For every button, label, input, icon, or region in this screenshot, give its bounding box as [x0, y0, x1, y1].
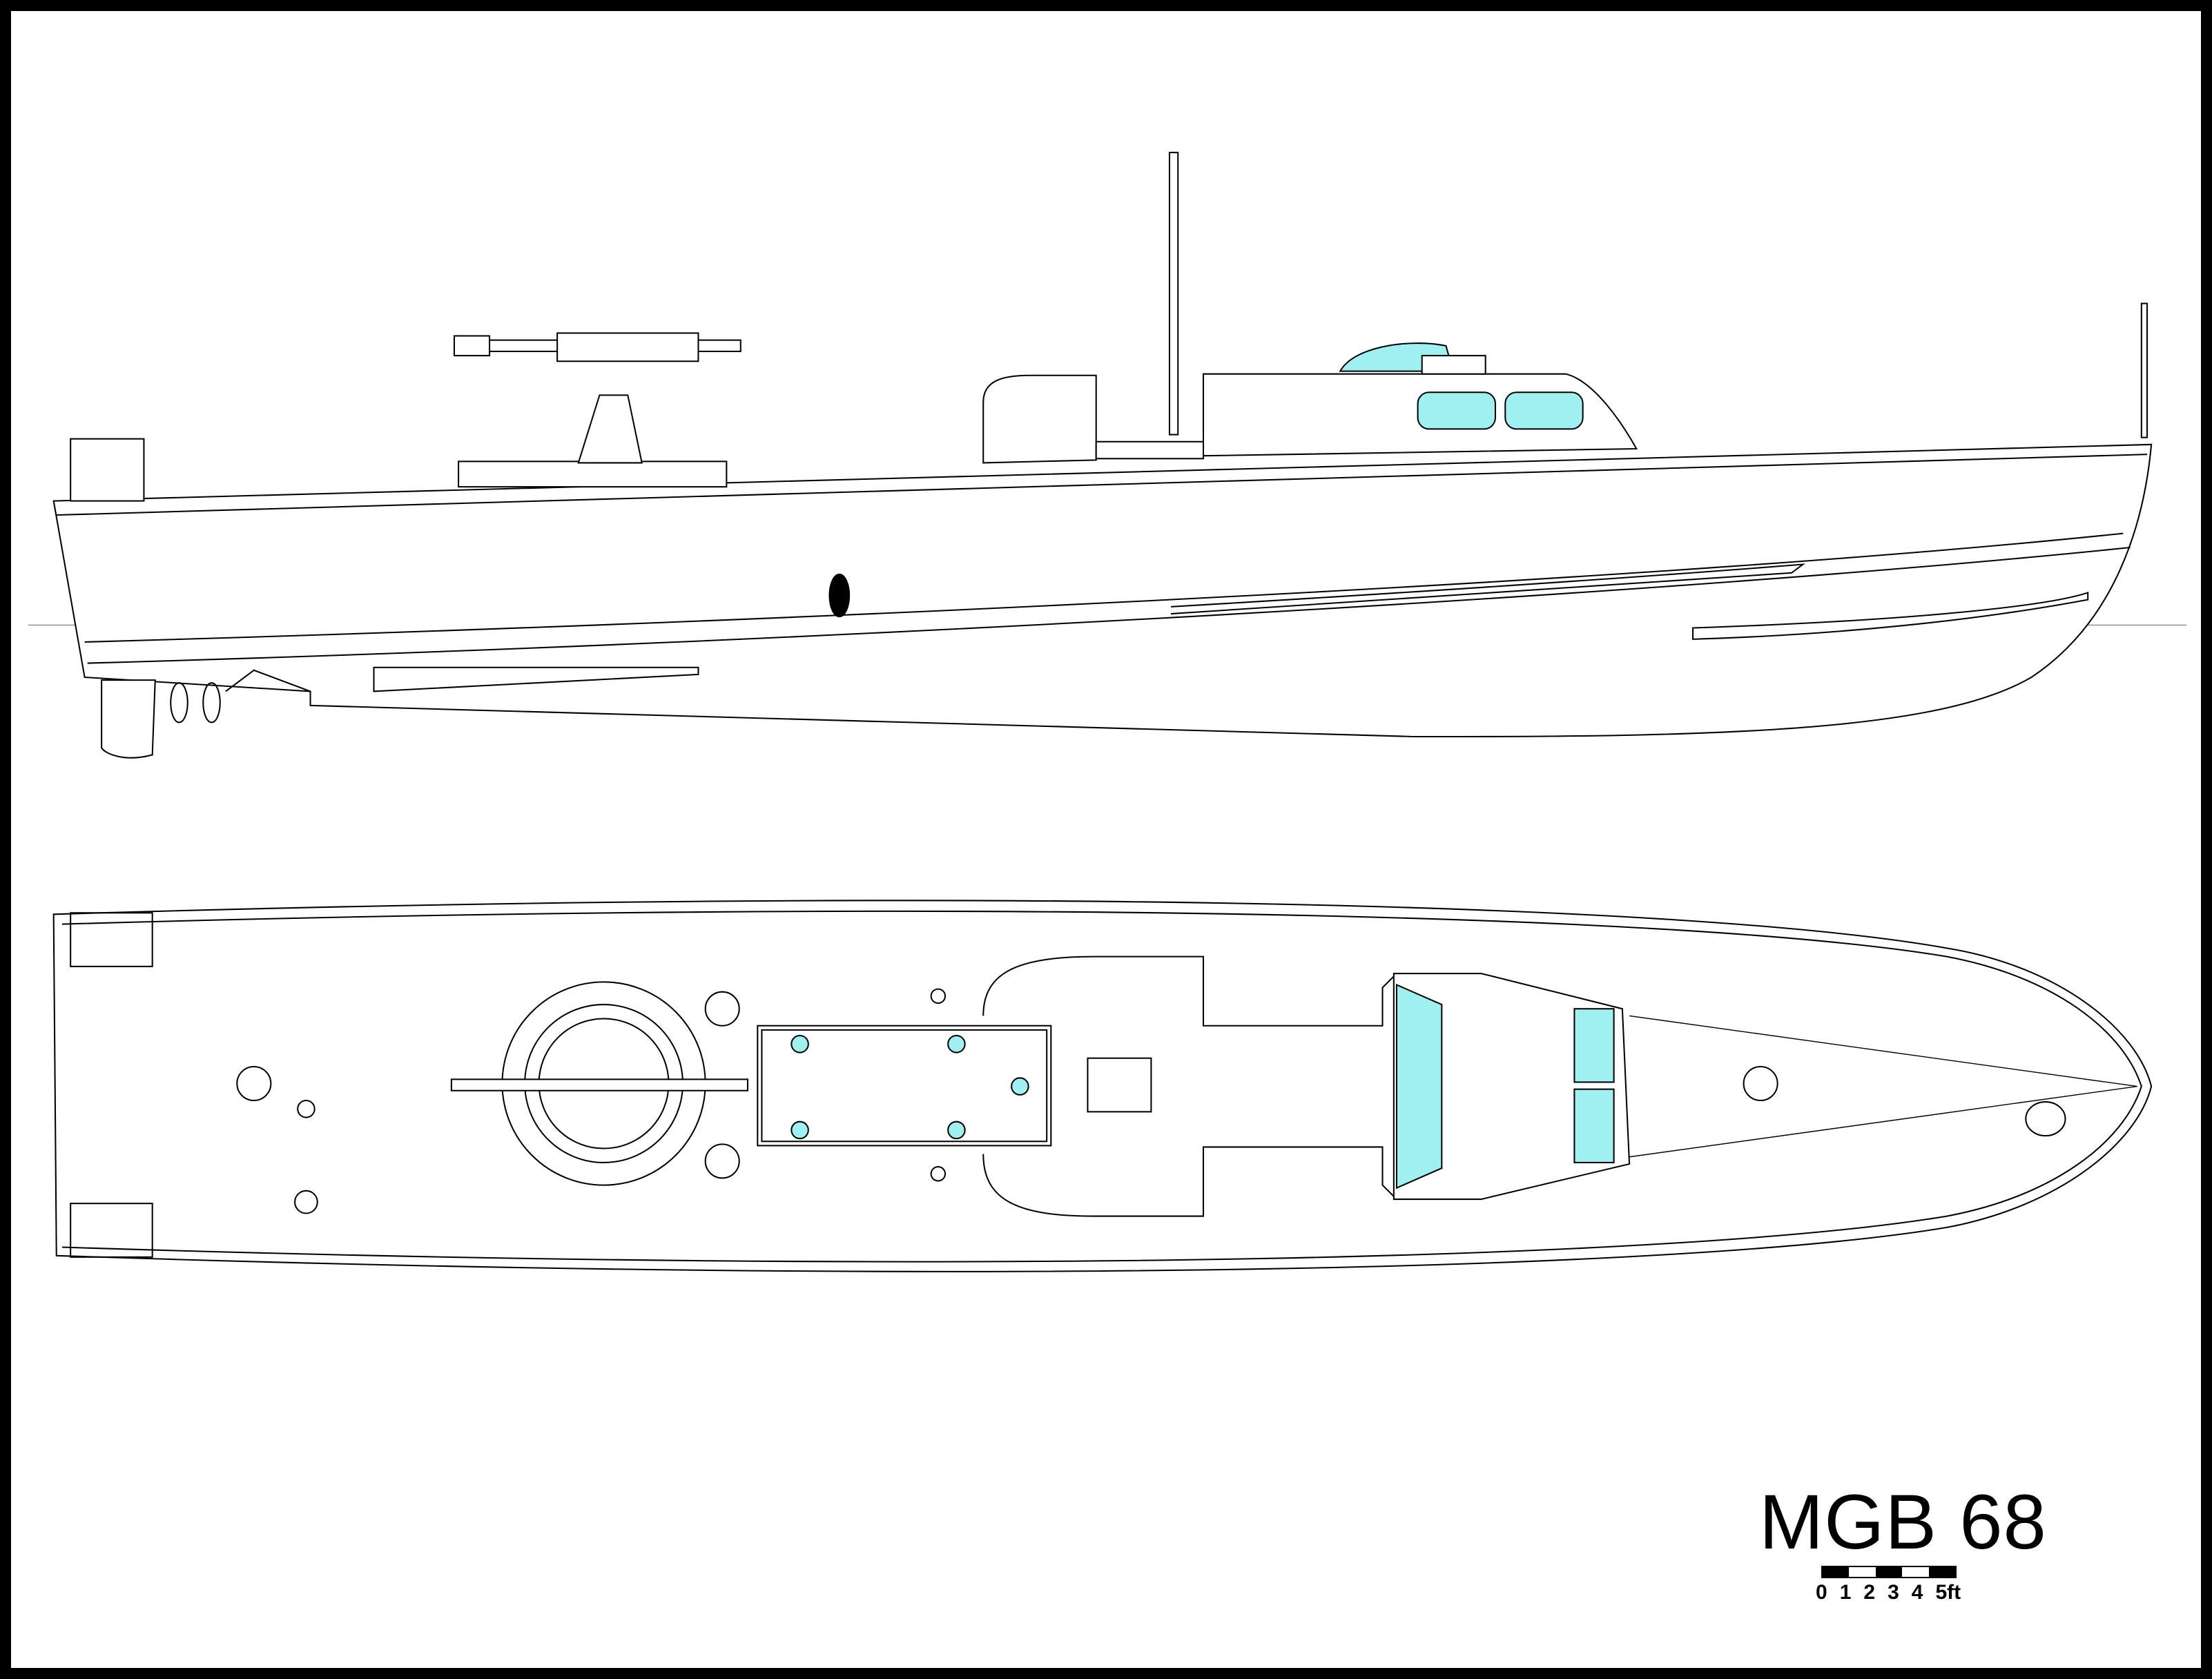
plan-view [52, 900, 2153, 1272]
drawing-title: MGB 68 [1759, 1479, 2047, 1565]
scale-segment [1849, 1567, 1876, 1577]
scale-segment [1875, 1567, 1903, 1577]
gun-plan [450, 1078, 749, 1091]
scale-bar [1821, 1566, 1957, 1578]
scale-label: 3 [1888, 1581, 1899, 1604]
deck-outline [52, 900, 2153, 1272]
scale-label: 2 [1863, 1581, 1876, 1604]
deck-fittings [236, 988, 2066, 1214]
rudder [101, 679, 156, 759]
scale-labels: 0 1 2 3 4 5ft [1816, 1581, 1961, 1604]
propellers [170, 666, 699, 724]
scale-label: 5ft [1935, 1581, 1961, 1604]
jackstaff [2140, 302, 2148, 438]
scale-label: 1 [1839, 1581, 1852, 1604]
gun [453, 332, 741, 362]
side-profile-view [28, 151, 2187, 759]
mast [1168, 151, 1179, 436]
porthole [828, 573, 851, 618]
bridge-plan [1393, 973, 1631, 1201]
hull-side [52, 443, 2153, 738]
gun-mount [577, 394, 643, 464]
aft-cabin [982, 374, 1097, 464]
scale-segment [1823, 1567, 1850, 1577]
scale-label: 0 [1816, 1581, 1827, 1604]
scale-segment [1902, 1567, 1929, 1577]
scale-label: 4 [1911, 1581, 1923, 1604]
scale-segment [1928, 1567, 1956, 1577]
aft-locker [70, 438, 145, 502]
